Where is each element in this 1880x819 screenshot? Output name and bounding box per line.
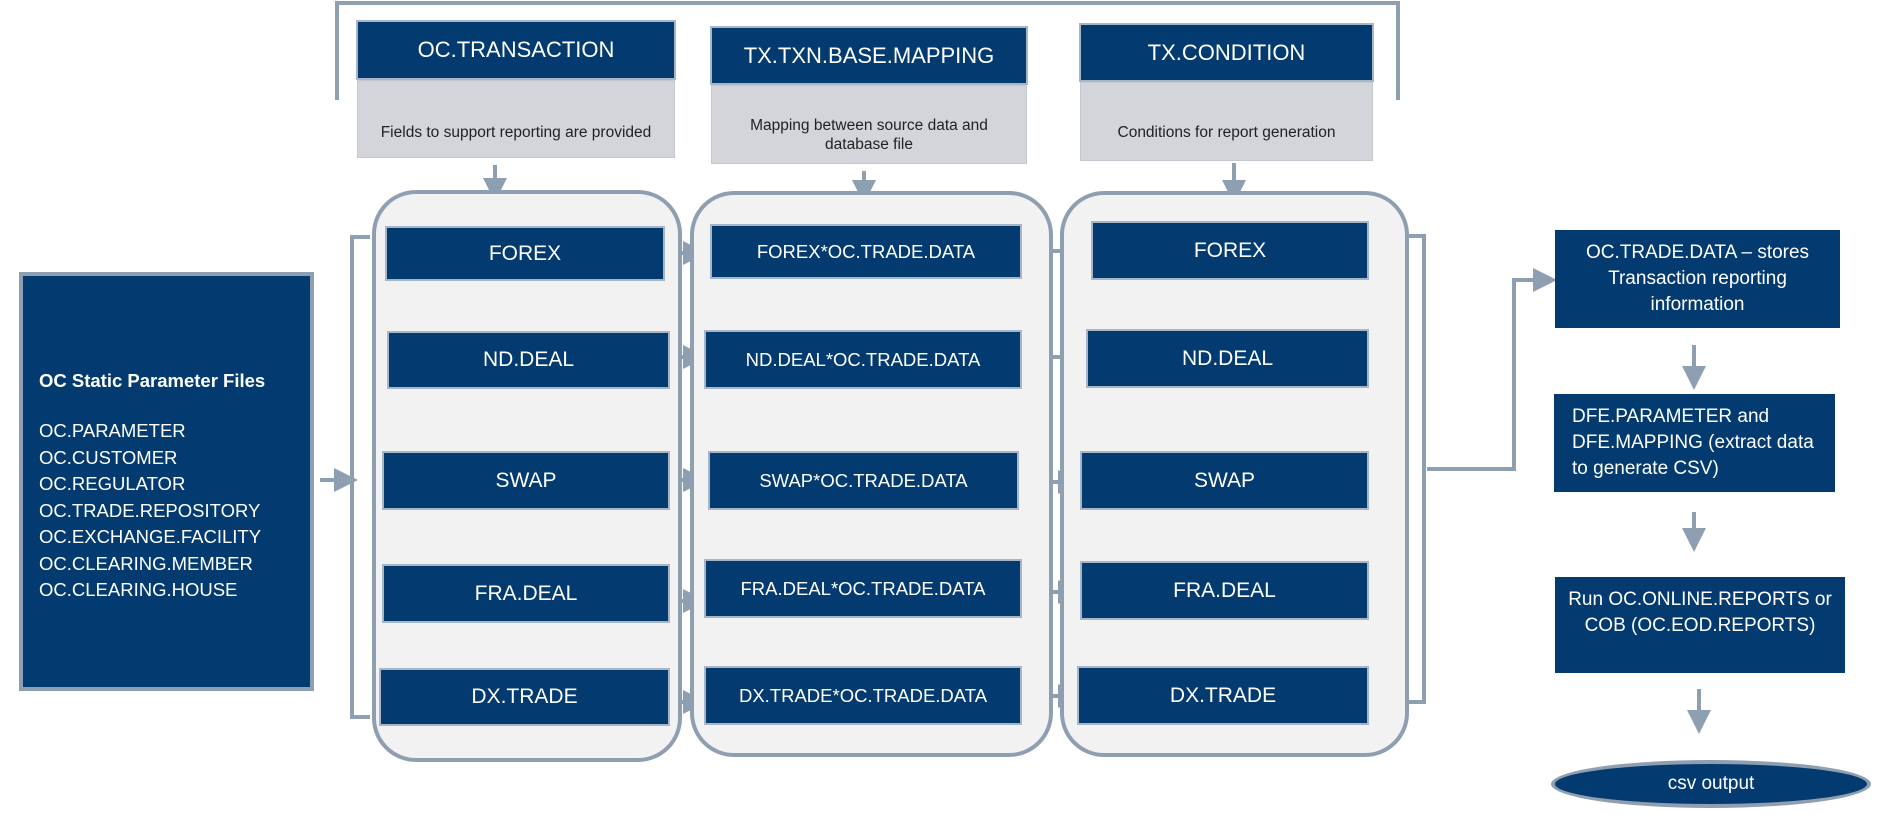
lane-middle-item-dx-trade: DX.TRADE*OC.TRADE.DATA bbox=[704, 666, 1022, 725]
static-file-item: OC.CLEARING.MEMBER bbox=[39, 552, 253, 574]
static-file-item: OC.CLEARING.HOUSE bbox=[39, 579, 238, 600]
lane-right-item-forex: FOREX bbox=[1091, 221, 1369, 280]
static-file-item: OC.TRADE.REPOSITORY bbox=[39, 499, 261, 521]
lane-middle-item-fra-deal: FRA.DEAL*OC.TRADE.DATA bbox=[704, 559, 1022, 618]
lane-right-item-swap: SWAP bbox=[1080, 451, 1369, 510]
header-tx-txn-base-mapping-description: Mapping between source data and database… bbox=[711, 85, 1027, 164]
static-file-item: OC.EXCHANGE.FACILITY bbox=[39, 526, 262, 547]
csv-output-terminal: csv output bbox=[1551, 760, 1871, 808]
header-oc-transaction: OC.TRANSACTION bbox=[356, 20, 676, 80]
flow-step-run-reports: Run OC.ONLINE.REPORTS or COB (OC.EOD.REP… bbox=[1555, 577, 1845, 673]
lane-right-item-dx-trade: DX.TRADE bbox=[1077, 666, 1369, 725]
static-parameter-files-title: OC Static Parameter Files bbox=[39, 370, 266, 391]
lane-left-item-swap: SWAP bbox=[382, 451, 670, 510]
right-lane-bracket bbox=[1407, 234, 1426, 704]
static-file-item: OC.PARAMETER bbox=[39, 420, 186, 441]
header-oc-transaction-description: Fields to support reporting are provided bbox=[357, 80, 675, 158]
lane-left-item-fra-deal: FRA.DEAL bbox=[382, 564, 670, 623]
lane-middle-item-nd-deal: ND.DEAL*OC.TRADE.DATA bbox=[704, 330, 1022, 389]
lane-middle-item-forex: FOREX*OC.TRADE.DATA bbox=[710, 224, 1022, 279]
flow-step-oc-trade-data: OC.TRADE.DATA – stores Transaction repor… bbox=[1555, 230, 1840, 328]
lane-right-item-nd-deal: ND.DEAL bbox=[1086, 329, 1369, 388]
static-file-item: OC.REGULATOR bbox=[39, 473, 186, 494]
flow-step-dfe-parameter-mapping: DFE.PARAMETER and DFE.MAPPING (extract d… bbox=[1554, 394, 1835, 492]
arrow-lanes-to-output bbox=[1427, 268, 1557, 471]
left-lane-bracket bbox=[350, 235, 370, 719]
lane-left-item-nd-deal: ND.DEAL bbox=[387, 331, 670, 389]
static-parameter-files-list: OC.PARAMETER OC.CUSTOMER OC.REGULATOR OC… bbox=[39, 418, 261, 604]
header-tx-condition: TX.CONDITION bbox=[1079, 23, 1374, 82]
lane-middle-item-swap: SWAP*OC.TRADE.DATA bbox=[708, 451, 1019, 510]
lane-left-item-forex: FOREX bbox=[385, 226, 665, 281]
header-tx-txn-base-mapping: TX.TXN.BASE.MAPPING bbox=[710, 26, 1028, 85]
header-tx-condition-description: Conditions for report generation bbox=[1080, 82, 1373, 161]
lane-left-item-dx-trade: DX.TRADE bbox=[379, 668, 670, 726]
lane-right-item-fra-deal: FRA.DEAL bbox=[1080, 561, 1369, 620]
static-file-item: OC.CUSTOMER bbox=[39, 446, 178, 468]
static-parameter-files-box: OC Static Parameter Files OC.PARAMETER O… bbox=[19, 272, 314, 691]
top-bracket bbox=[335, 1, 1400, 100]
